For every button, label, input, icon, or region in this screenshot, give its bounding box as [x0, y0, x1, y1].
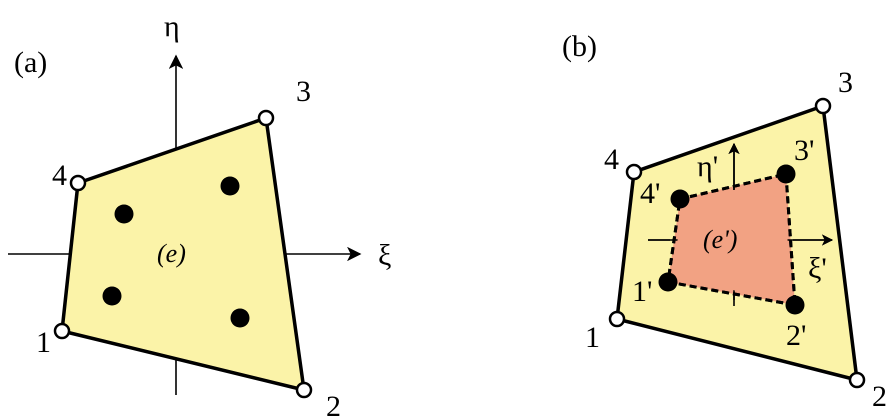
node-3 — [257, 109, 275, 127]
inner-node-3-label: 3' — [794, 134, 814, 167]
node-3-label: 3 — [838, 66, 853, 99]
node-4 — [69, 174, 87, 192]
sub-element-boundary — [666, 172, 797, 307]
node-4-label: 4 — [604, 143, 619, 176]
node-2 — [848, 371, 866, 389]
gauss-point — [114, 204, 134, 224]
inner-node-3 — [776, 164, 796, 184]
xi-prime-label: ξ' — [808, 252, 827, 285]
node-2-label: 2 — [326, 390, 341, 418]
node-1-label: 1 — [36, 326, 51, 359]
inner-node-2 — [785, 295, 805, 315]
node-2 — [295, 381, 313, 399]
inner-node-2-label: 2' — [786, 319, 806, 352]
gauss-point — [230, 308, 250, 328]
node-4-label: 4 — [52, 159, 67, 192]
gauss-point — [220, 176, 240, 196]
node-2-label: 2 — [872, 380, 887, 413]
sub-element-fill — [672, 178, 792, 301]
panel-a: (a) η ξ (e) 1 2 3 4 — [8, 10, 391, 418]
panel-a-label: (a) — [14, 46, 47, 79]
inner-node-1 — [658, 272, 678, 292]
panel-b-label: (b) — [562, 30, 597, 63]
eta-prime-label: η' — [697, 150, 718, 183]
element-e-prime-label: (e') — [703, 225, 737, 254]
node-3 — [814, 97, 832, 115]
node-3-label: 3 — [296, 75, 311, 108]
xi-axis-label: ξ — [378, 239, 391, 272]
element-e-label: (e) — [157, 239, 186, 268]
node-1 — [53, 322, 71, 340]
eta-axis-label: η — [164, 10, 180, 43]
panel-b: (b) η' ξ' (e') 1' 2' 3' 4' 1 2 3 4 — [562, 30, 887, 413]
node-4 — [625, 163, 643, 181]
inner-node-4 — [670, 189, 690, 209]
node-1 — [608, 310, 626, 328]
inner-node-4-label: 4' — [640, 177, 660, 210]
node-1-label: 1 — [585, 321, 600, 354]
gauss-point — [102, 286, 122, 306]
inner-node-1-label: 1' — [632, 275, 652, 308]
